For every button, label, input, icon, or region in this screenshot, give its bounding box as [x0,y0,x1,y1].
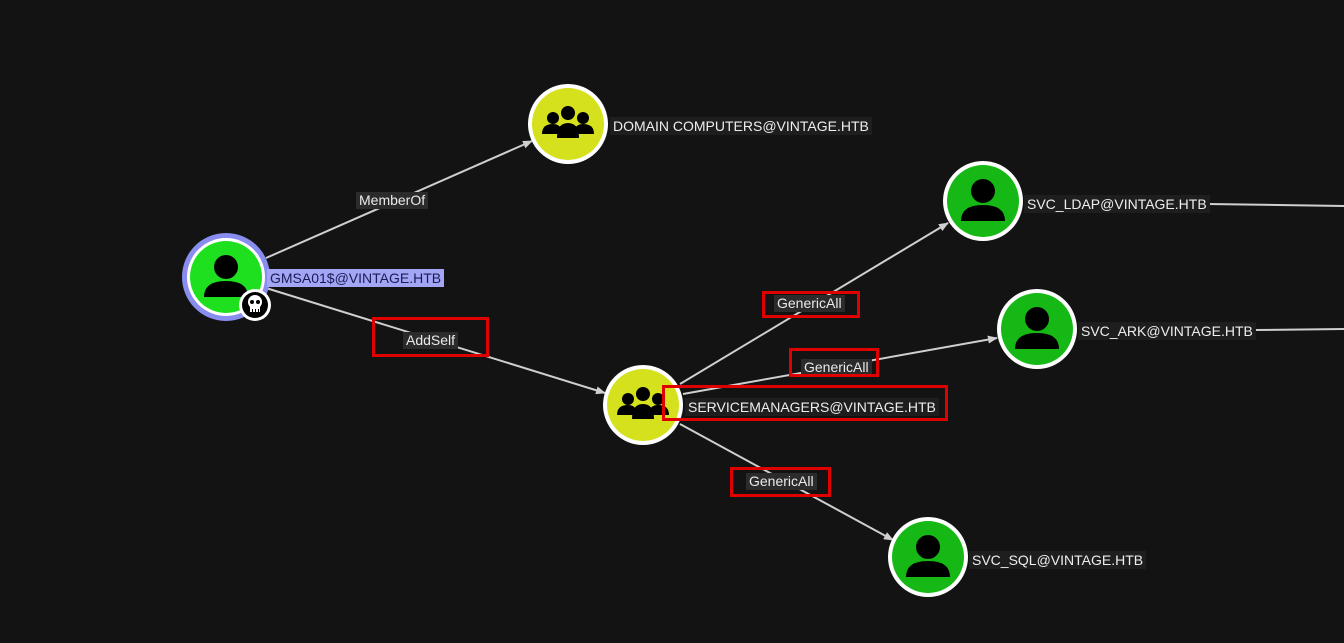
edge-label-genericall-ldap[interactable]: GenericAll [774,295,845,312]
node-label-svc-sql[interactable]: SVC_SQL@VINTAGE.HTB [969,551,1147,569]
edge-line-offscreen-ark[interactable] [1255,328,1344,331]
edge-label-memberof[interactable]: MemberOf [356,192,429,209]
node-label-gmsa01[interactable]: GMSA01$@VINTAGE.HTB [267,269,445,287]
node-label-svc-ark[interactable]: SVC_ARK@VINTAGE.HTB [1078,322,1256,340]
edge-label-addself[interactable]: AddSelf [403,332,459,349]
node-servicemanagers[interactable] [603,365,683,445]
skull-icon [239,289,271,321]
edge-label-genericall-sql[interactable]: GenericAll [746,473,817,490]
node-label-servicemanagers[interactable]: SERVICEMANAGERS@VINTAGE.HTB [685,398,939,416]
node-label-domain-computers[interactable]: DOMAIN COMPUTERS@VINTAGE.HTB [610,117,872,135]
node-gmsa01[interactable] [182,233,271,321]
node-label-svc-ldap[interactable]: SVC_LDAP@VINTAGE.HTB [1024,195,1210,213]
node-domain-computers[interactable] [528,84,608,164]
node-svc-sql[interactable] [888,517,968,597]
node-svc-ldap[interactable] [943,161,1023,241]
edge-line-offscreen-ldap[interactable] [1207,203,1344,207]
edge-label-genericall-ark[interactable]: GenericAll [801,359,872,376]
node-svc-ark[interactable] [997,289,1077,369]
